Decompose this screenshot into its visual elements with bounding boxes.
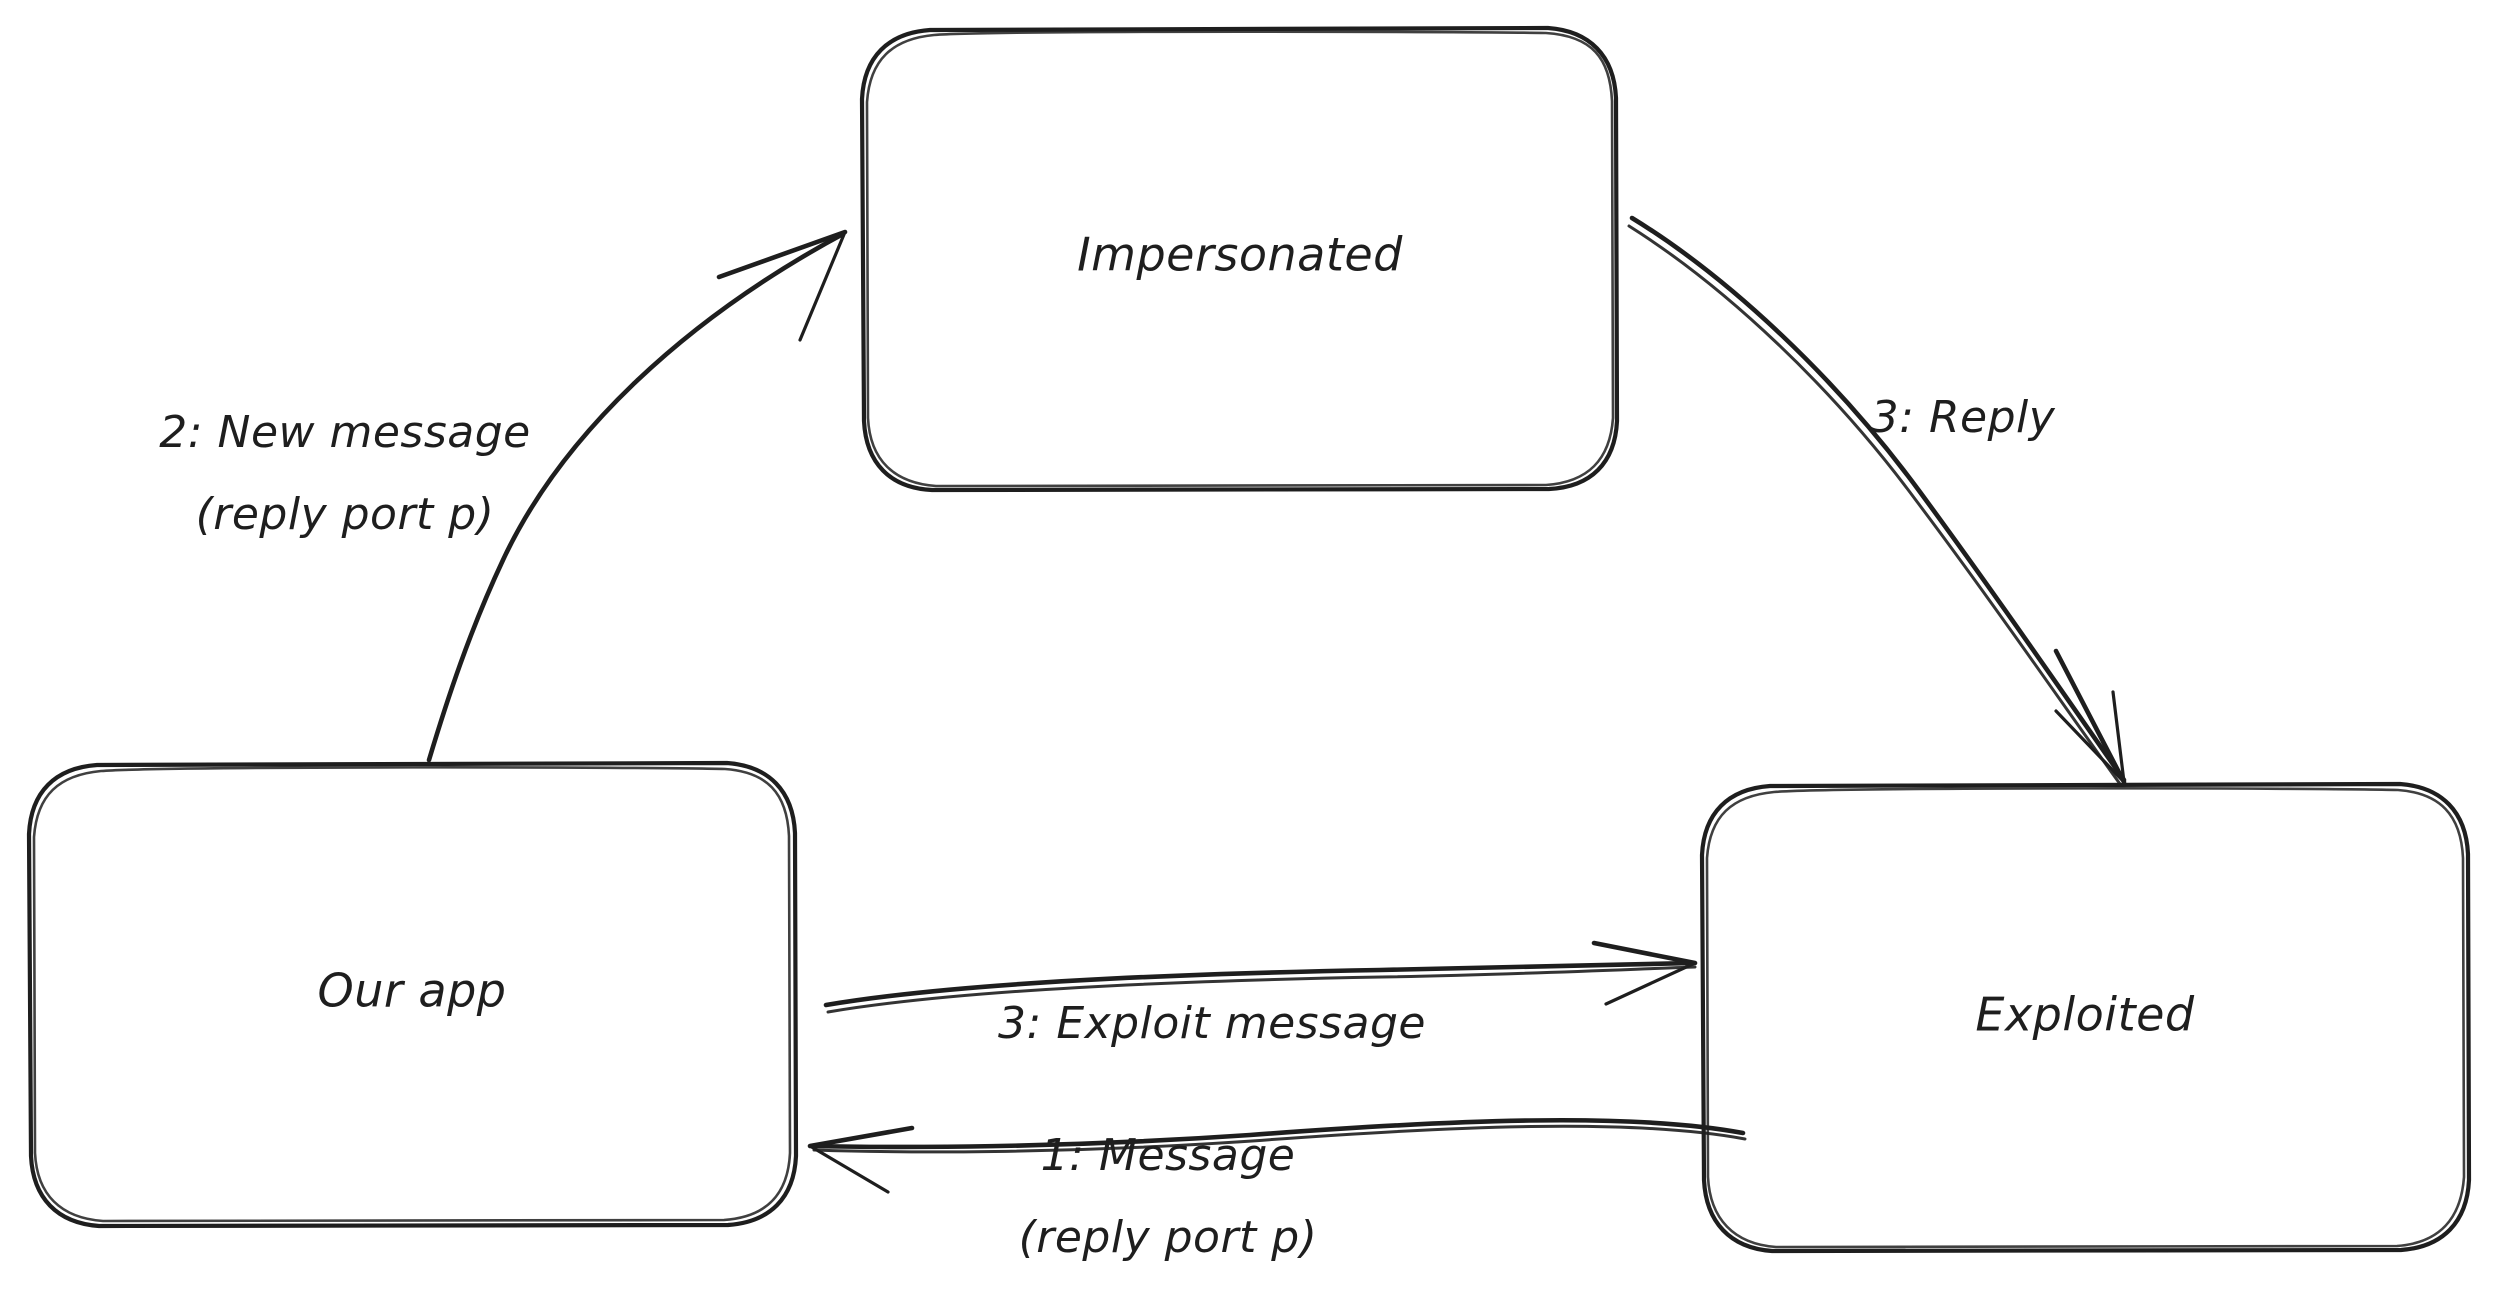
edge-exploit-message-line-ghost [826, 965, 1697, 1014]
edge-exploit-message-label-line1: 3: Exploit message [998, 998, 1426, 1049]
node-our-app-label: Our app [318, 964, 507, 1018]
node-our-app-outline-ghost [32, 766, 792, 1223]
node-impersonated-outline-ghost [865, 30, 1615, 488]
node-impersonated-outline [859, 25, 1620, 493]
edge-message-line-ghost [812, 1124, 1747, 1154]
edge-reply-line [1629, 215, 2127, 783]
node-impersonated-label: Impersonated [1077, 228, 1403, 282]
edge-new-message-label-line1: 2: New message [159, 407, 531, 458]
node-exploited-label: Exploited [1975, 988, 2195, 1042]
edge-new-message[interactable]: 2: New message (reply port p) [159, 229, 848, 763]
node-our-app[interactable]: Our app [26, 760, 799, 1229]
node-exploited-outline [1699, 781, 2472, 1254]
edge-new-message-line [426, 231, 846, 763]
edge-reply-arrowhead-left [2054, 709, 2126, 784]
edge-message-arrowhead-lower [808, 1144, 890, 1194]
edge-reply-line-ghost [1627, 224, 2122, 786]
edge-reply-arrowhead-right [2111, 690, 2126, 784]
edge-message-line [809, 1117, 1746, 1150]
edge-reply[interactable]: 3: Reply [1627, 215, 2127, 786]
edge-exploit-message-line [823, 960, 1696, 1008]
edge-message-label-line2: (reply port p) [1019, 1212, 1318, 1263]
edge-exploit-message-arrowhead-lower [1604, 961, 1697, 1006]
node-exploited[interactable]: Exploited [1699, 781, 2472, 1254]
edge-new-message-arrowhead-upper [716, 229, 848, 280]
edge-reply-label-line1: 3: Reply [1871, 392, 2056, 443]
node-exploited-outline-ghost [1705, 787, 2466, 1249]
node-our-app-outline [26, 760, 799, 1229]
edge-exploit-message[interactable]: 3: Exploit message [823, 940, 1698, 1049]
edge-exploit-message-arrowhead-upper [1591, 940, 1698, 966]
node-impersonated[interactable]: Impersonated [859, 25, 1620, 493]
edge-message[interactable]: 1: Message (reply port p) [807, 1117, 1747, 1263]
edge-new-message-arrowhead-lower [798, 230, 847, 342]
edge-new-message-label-line2: (reply port p) [196, 489, 495, 540]
edge-reply-arrowhead-upper [2053, 648, 2127, 785]
edge-message-arrowhead-upper [807, 1125, 915, 1149]
edge-message-label-line1: 1: Message [1041, 1130, 1296, 1181]
